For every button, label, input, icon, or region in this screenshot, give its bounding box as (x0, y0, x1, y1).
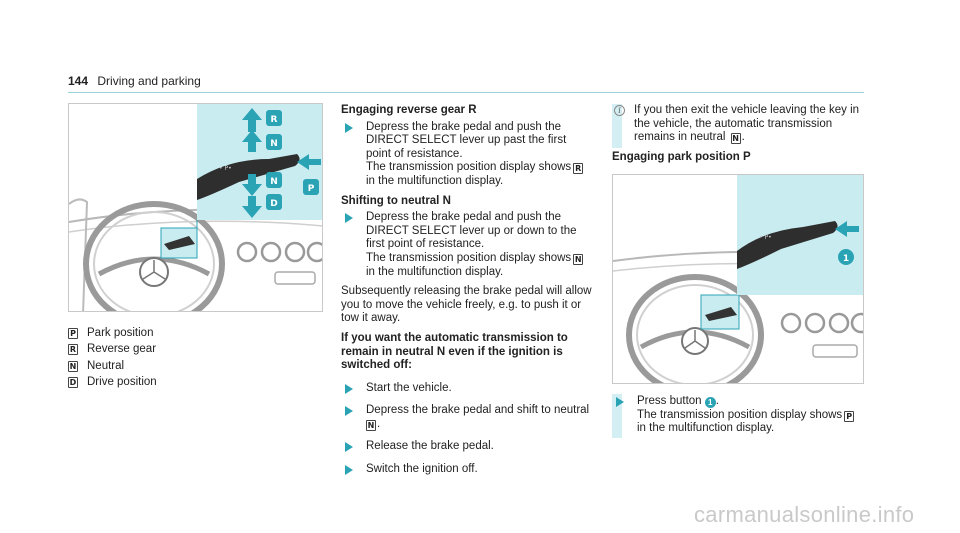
neutral-paragraph: Subsequently releasing the brake pedal w… (341, 285, 592, 325)
lever-illustration: • P• R N N D P (69, 104, 322, 311)
gear-label-r: R (271, 115, 278, 125)
svg-text:• P•: • P• (219, 165, 232, 172)
heading-neutral: Shifting to neutral N (341, 194, 451, 207)
step-text: in the multifunction display. (366, 174, 504, 187)
step-arrow-icon (345, 383, 353, 394)
step-arrow-icon (345, 465, 353, 476)
step-text: Release the brake pedal. (366, 440, 494, 453)
legend-label: Park position (87, 327, 154, 339)
legend-item: R Reverse gear (68, 341, 157, 357)
right-column: i If you then exit the vehicle leaving t… (612, 104, 866, 164)
key-d-symbol: D (68, 376, 78, 388)
chapter-title: Driving and parking (97, 74, 201, 88)
legend-item: D Drive position (68, 374, 157, 390)
note-highlight-bar (612, 104, 622, 148)
legend-item: N Neutral (68, 358, 157, 374)
gear-label-n-down: N (270, 177, 278, 187)
step-highlight-bar (612, 394, 622, 438)
step-arrow-icon (345, 122, 353, 133)
gear-label-d: D (270, 199, 277, 209)
page-number: 144 (68, 74, 89, 88)
watermark: carmanualsonline.info (694, 502, 915, 527)
step-text: The transmission position display shows (366, 251, 572, 264)
key-p-symbol: P (844, 410, 855, 422)
keep-neutral-step: Switch the ignition off. (341, 463, 593, 477)
info-icon: i (614, 105, 625, 116)
heading-park: Engaging park position P (612, 150, 751, 163)
step-text: Depress the brake pedal and push the DIR… (366, 211, 577, 251)
gear-label-p: P (308, 184, 315, 194)
figure-direct-select-lever: • P• R N N D P (68, 103, 323, 312)
step-text: Depress the brake pedal and shift to neu… (366, 404, 590, 417)
step-text: in the multifunction display. (637, 422, 775, 435)
step-text: Depress the brake pedal and push the DIR… (366, 120, 567, 160)
subheading-keep-neutral: If you want the automatic transmission t… (341, 331, 568, 372)
gear-label-n-up: N (270, 139, 278, 149)
park-step-block: Press button 1. The transmission positio… (612, 395, 866, 441)
step-text: The transmission position display shows (366, 161, 572, 174)
key-r-symbol: R (68, 344, 78, 356)
step-text: Start the vehicle. (366, 381, 452, 394)
callout-1-icon: 1 (704, 397, 716, 408)
keep-neutral-step: Depress the brake pedal and shift to neu… (341, 404, 593, 431)
legend-label: Neutral (87, 359, 125, 372)
info-note: i If you then exit the vehicle leaving t… (612, 104, 866, 145)
heading-reverse: Engaging reverse gear R (341, 104, 477, 116)
keep-neutral-step: Release the brake pedal. (341, 440, 593, 454)
step-arrow-icon (616, 397, 624, 407)
svg-text:• P•: • P• (759, 234, 772, 241)
page-header: 144 Driving and parking (68, 74, 201, 88)
key-r-symbol: R (573, 163, 584, 175)
step-text: Switch the ignition off. (366, 463, 478, 476)
legend-label: Reverse gear (87, 343, 157, 356)
reverse-step: Depress the brake pedal and push the DIR… (341, 121, 593, 189)
header-rule (68, 92, 864, 93)
step-text: in the multifunction display. (366, 265, 504, 278)
step-text: Press button (637, 395, 702, 407)
key-n-symbol: N (366, 419, 376, 431)
note-text: If you then exit the vehicle leaving the… (634, 104, 860, 144)
key-n-symbol: N (68, 360, 78, 372)
key-n-symbol: N (730, 133, 741, 145)
neutral-step: Depress the brake pedal and push the DIR… (341, 211, 593, 279)
middle-column: Engaging reverse gear R Depress the brak… (341, 104, 593, 482)
key-n-symbol: N (573, 253, 584, 265)
park-step: Press button 1. The transmission positio… (612, 395, 866, 436)
step-arrow-icon (345, 406, 353, 417)
step-arrow-icon (345, 442, 353, 453)
park-button-illustration: • P• 1 (613, 175, 863, 383)
step-arrow-icon (345, 213, 353, 224)
legend-label: Drive position (87, 376, 157, 389)
callout-1: 1 (843, 254, 849, 264)
key-p-symbol: P (68, 327, 78, 339)
legend-item: P Park position (68, 325, 157, 341)
figure-park-button: • P• 1 (612, 174, 864, 384)
step-text: The transmission position display shows (637, 408, 843, 421)
keep-neutral-step: Start the vehicle. (341, 382, 593, 396)
